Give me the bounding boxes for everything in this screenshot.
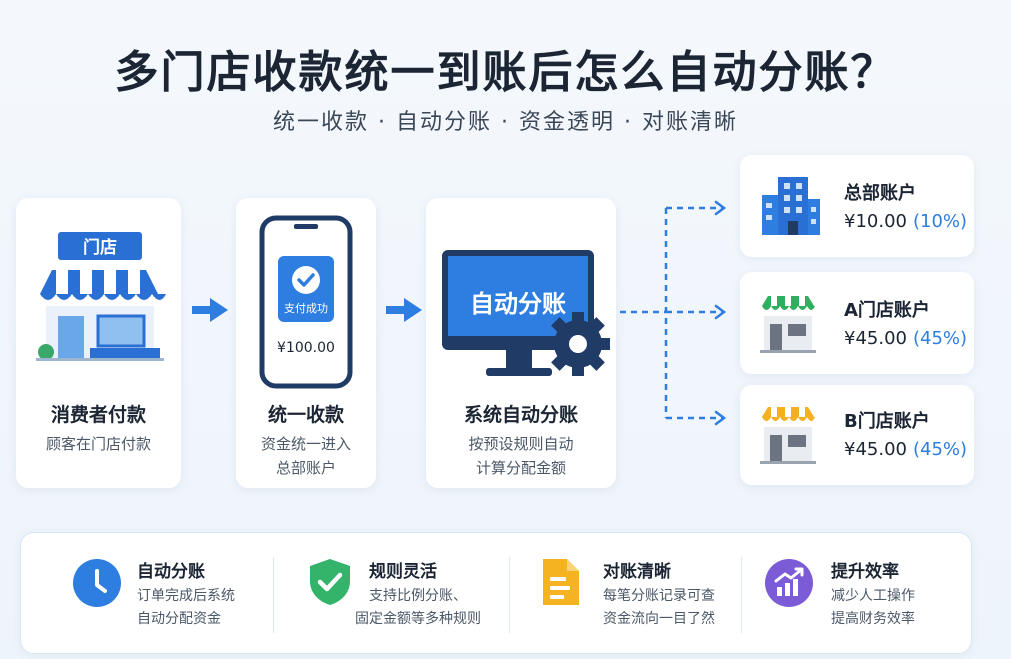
building-icon [762, 177, 820, 235]
step-desc: 计算分配金额 [475, 459, 566, 477]
feature-desc: 订单完成后系统 [137, 588, 235, 604]
account-percent: (10%) [912, 211, 968, 232]
feature-auto-split: 自动分账 订单完成后系统 自动分配资金 [21, 533, 271, 655]
account-percent: (45%) [912, 439, 968, 460]
account-name: A门店账户 [844, 300, 930, 321]
account-card-store-a: A门店账户 ¥45.00(45%) [740, 272, 974, 374]
step-desc: 按预设规则自动 [468, 435, 574, 453]
account-amount-row: ¥45.00(45%) [844, 328, 967, 349]
feature-bar: 自动分账 订单完成后系统 自动分配资金 规则灵活 支持比例分账、 固定金额等多种… [20, 532, 972, 654]
green-store-icon [760, 296, 816, 353]
feature-desc: 资金流向一目了然 [603, 611, 715, 627]
orange-store-icon [760, 407, 816, 464]
monitor-gear-icon [442, 250, 610, 376]
account-amount-row: ¥45.00(45%) [844, 439, 967, 460]
page-subtitle: 统一收款 · 自动分账 · 资金透明 · 对账清晰 [273, 110, 738, 135]
feature-desc: 每笔分账记录可查 [603, 588, 715, 604]
feature-flexible-rules: 规则灵活 支持比例分账、 固定金额等多种规则 [275, 533, 505, 655]
arrow-right-icon [192, 298, 228, 322]
account-card-store-b: B门店账户 ¥45.00(45%) [740, 385, 974, 485]
arrow-right-icon [386, 298, 422, 322]
screen-label: 自动分账 [470, 290, 566, 318]
step-desc: 总部账户 [275, 459, 336, 477]
page-title: 多门店收款统一到账后怎么自动分账？ [114, 47, 897, 98]
clock-icon [73, 559, 121, 607]
account-amount: ¥10.00 [844, 211, 907, 232]
feature-desc: 减少人工操作 [831, 588, 915, 604]
feature-title: 对账清晰 [603, 562, 671, 582]
step-desc: 资金统一进入 [260, 435, 351, 453]
phone-icon [259, 215, 353, 389]
step-title: 统一收款 [267, 404, 344, 426]
feature-desc: 自动分配资金 [137, 611, 221, 627]
shield-check-icon [310, 559, 350, 605]
account-name: 总部账户 [844, 183, 916, 204]
divider [509, 557, 510, 633]
pay-status-label: 支付成功 [284, 302, 328, 315]
feature-clear-reconcile: 对账清晰 每笔分账记录可查 资金流向一目了然 [511, 533, 739, 655]
step-title: 消费者付款 [50, 404, 146, 426]
step-card-auto-split: 自动分账 系统自动分账 按预设规则自动 计算分配金额 [426, 198, 616, 488]
feature-title: 规则灵活 [369, 562, 437, 582]
split-connector [620, 200, 727, 426]
account-card-hq: 总部账户 ¥10.00(10%) [740, 155, 974, 257]
feature-boost-efficiency: 提升效率 减少人工操作 提高财务效率 [743, 533, 971, 655]
feature-title: 提升效率 [831, 562, 899, 582]
feature-desc: 支持比例分账、 [369, 588, 467, 604]
chart-up-icon [765, 559, 813, 607]
document-icon [543, 559, 579, 605]
feature-title: 自动分账 [137, 562, 205, 582]
pay-amount-label: ¥100.00 [277, 340, 335, 356]
account-amount-row: ¥10.00(10%) [844, 211, 967, 232]
step-card-consumer-pay: 门店 消费者付款 顾客在门店付款 [16, 198, 181, 488]
divider [273, 557, 274, 633]
step-card-unified-collect: 支付成功 ¥100.00 统一收款 资金统一进入 总部账户 [236, 198, 376, 488]
account-amount: ¥45.00 [844, 328, 907, 349]
storefront-icon [36, 232, 166, 361]
step-desc: 顾客在门店付款 [45, 435, 151, 453]
store-sign-label: 门店 [83, 238, 117, 258]
account-amount: ¥45.00 [844, 439, 907, 460]
step-title: 系统自动分账 [463, 404, 578, 426]
account-name: B门店账户 [844, 411, 930, 432]
divider [741, 557, 742, 633]
feature-desc: 提高财务效率 [831, 611, 915, 627]
account-percent: (45%) [912, 328, 968, 349]
feature-desc: 固定金额等多种规则 [355, 611, 481, 627]
